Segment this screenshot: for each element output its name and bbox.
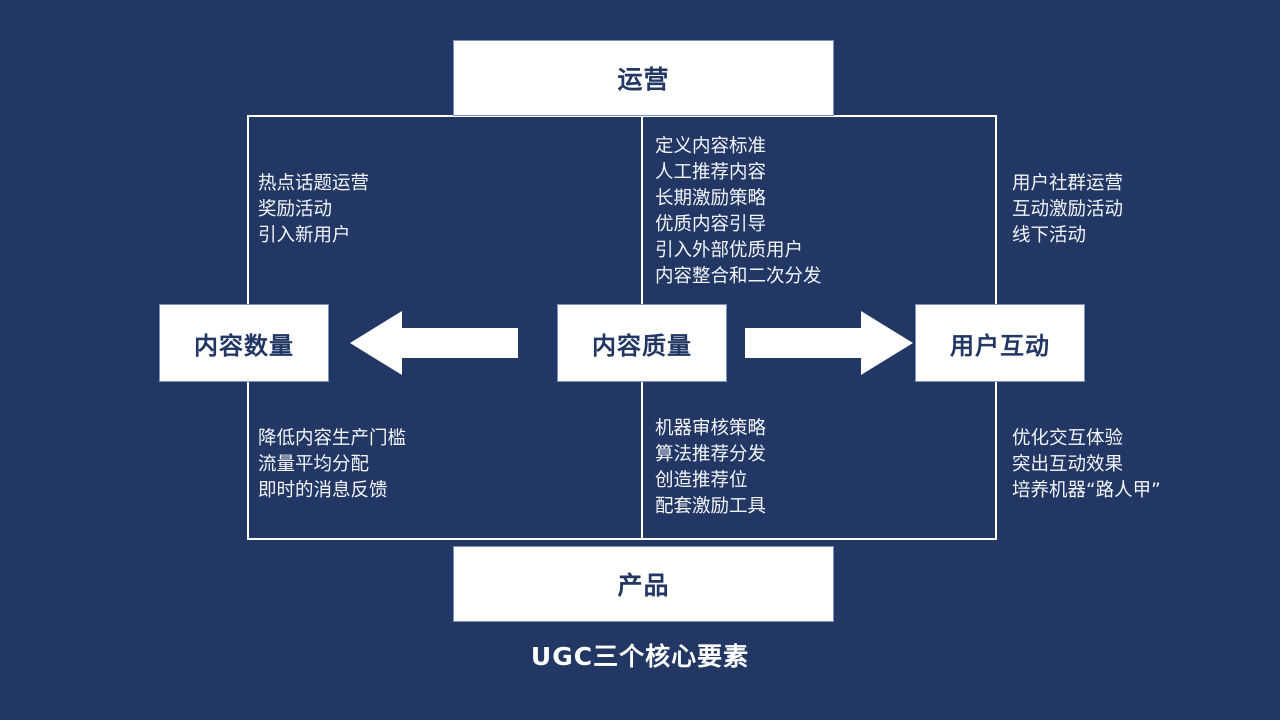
node-content-quality[interactable]: 内容质量 bbox=[557, 304, 727, 382]
header-box-product[interactable]: 产品 bbox=[453, 546, 834, 622]
header-box-operations-label: 运营 bbox=[617, 65, 670, 94]
cell-top-center-text: 定义内容标准 人工推荐内容 长期激励策略 优质内容引导 引入外部优质用户 内容整… bbox=[655, 136, 822, 287]
node-user-interaction[interactable]: 用户互动 bbox=[915, 304, 1085, 382]
diagram-caption: UGC三个核心要素 bbox=[530, 642, 750, 671]
arrow-right-icon bbox=[745, 311, 913, 375]
cell-top-left-text: 热点话题运营 奖励活动 引入新用户 bbox=[258, 173, 370, 246]
cell-bottom-center-text: 机器审核策略 算法推荐分发 创造推荐位 配套激励工具 bbox=[655, 418, 767, 517]
node-content-quality-label: 内容质量 bbox=[592, 331, 692, 360]
header-box-product-label: 产品 bbox=[617, 571, 670, 600]
cell-bottom-right-text: 优化交互体验 突出互动效果 培养机器“路人甲” bbox=[1012, 428, 1161, 501]
cell-top-right-text: 用户社群运营 互动激励活动 线下活动 bbox=[1012, 173, 1124, 246]
node-user-interaction-label: 用户互动 bbox=[950, 331, 1050, 360]
cell-bottom-left-text: 降低内容生产门槛 流量平均分配 即时的消息反馈 bbox=[258, 428, 407, 501]
node-content-quantity-label: 内容数量 bbox=[194, 331, 294, 360]
header-box-operations[interactable]: 运营 bbox=[453, 40, 834, 116]
arrow-left-icon bbox=[350, 311, 518, 375]
node-content-quantity[interactable]: 内容数量 bbox=[159, 304, 329, 382]
